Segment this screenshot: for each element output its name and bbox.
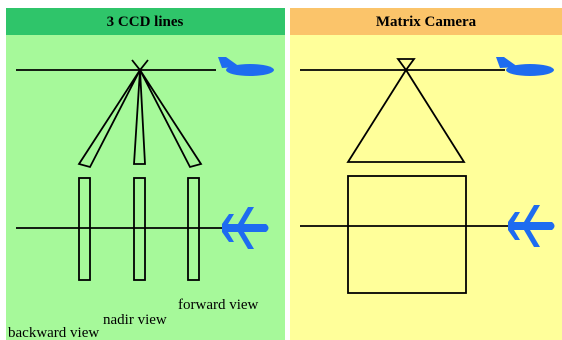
panel-matrix-body-bg: [290, 35, 562, 340]
airplane-side-icon: [496, 57, 554, 76]
backward-ccd-strip: [78, 177, 91, 281]
forward-beam: [139, 69, 203, 169]
forward-view-label: forward view: [178, 297, 259, 313]
backward-beam: [77, 69, 141, 169]
nadir-beam: [133, 69, 146, 165]
airplane-top-icon: [222, 207, 269, 249]
matrix-projection-center: [396, 58, 416, 72]
airplane-top-icon: [508, 205, 555, 247]
panel-ccd-lines: 3 CCD lines forward vi: [6, 8, 285, 340]
panel-ccd-header-bg: [6, 8, 285, 35]
backward-view-label: backward view: [8, 325, 99, 340]
forward-ccd-strip: [187, 177, 200, 281]
view-beams: [77, 59, 203, 169]
panel-matrix-camera: Matrix Camera: [290, 8, 562, 340]
nadir-view-label: nadir view: [103, 312, 167, 328]
panel-matrix-header-bg: [290, 8, 562, 35]
airplane-side-icon: [218, 57, 274, 76]
panel-ccd-title: 3 CCD lines: [107, 14, 184, 30]
matrix-footprint: [347, 175, 467, 294]
nadir-ccd-strip: [133, 177, 146, 281]
matrix-field-of-view: [346, 68, 466, 163]
panel-matrix-title: Matrix Camera: [376, 14, 477, 30]
